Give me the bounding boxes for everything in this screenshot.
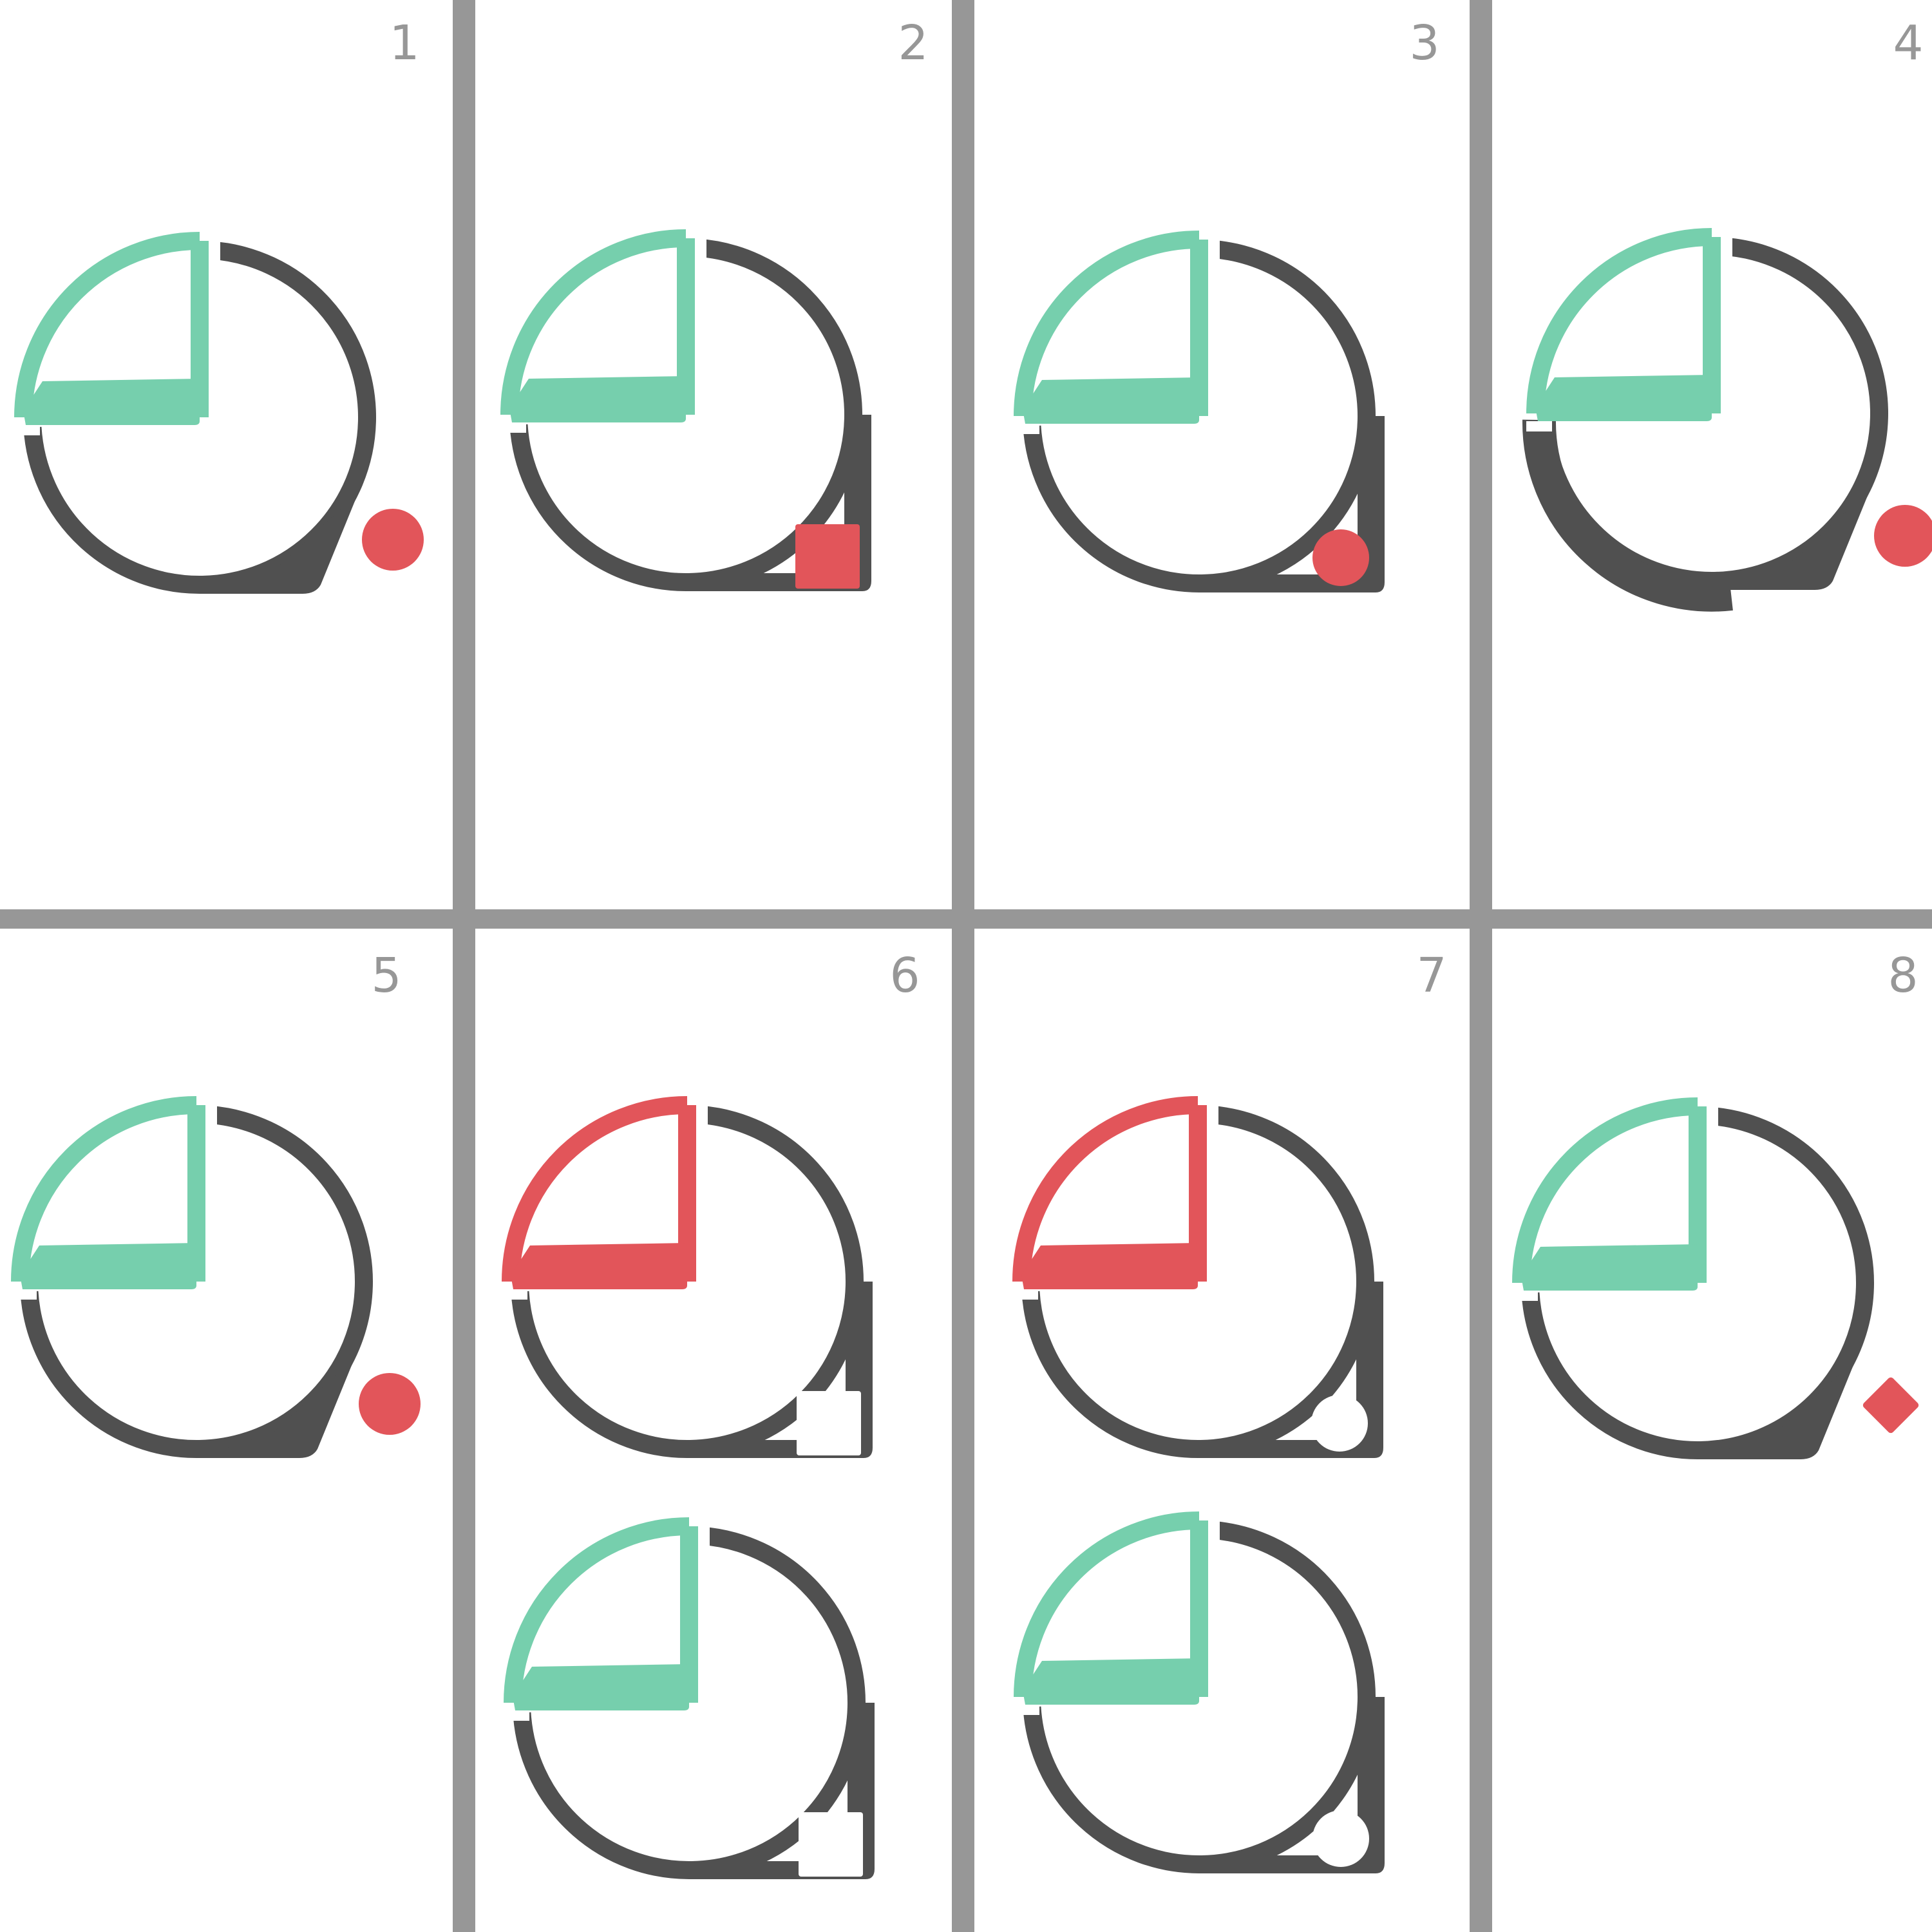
quadrant-base-bar <box>23 379 200 425</box>
marker-circle <box>1874 505 1932 567</box>
glyph-8 <box>1512 1097 1919 1459</box>
grid-line-vertical-3 <box>1470 0 1492 1932</box>
quadrant-marker <box>500 229 695 422</box>
gap-left <box>14 425 40 435</box>
gap-left <box>504 1710 529 1721</box>
quadrant-base-bar <box>1023 1658 1199 1705</box>
glyphs <box>11 228 1932 1879</box>
quadrant-arc <box>504 1517 690 1703</box>
cell-number-8: 8 <box>1888 948 1918 1003</box>
ring-arc <box>1023 240 1376 592</box>
grid-line-vertical-2 <box>952 0 974 1932</box>
gap-left <box>1014 424 1039 434</box>
cell-number-5: 5 <box>371 948 401 1003</box>
quadrant-base-bar <box>511 1243 687 1289</box>
quadrant-marker <box>1014 1511 1208 1705</box>
ring-thick-arc <box>1522 419 1733 612</box>
gap-top <box>695 232 706 264</box>
gap-left <box>1012 1289 1038 1300</box>
quadrant-base-bar <box>513 1664 689 1710</box>
marker-circle <box>359 1373 421 1435</box>
quadrant-arc <box>14 232 200 418</box>
gap-top <box>696 1099 708 1131</box>
quadrant-arc <box>502 1096 688 1282</box>
quadrant-arc <box>1012 1096 1198 1282</box>
marker-circle <box>1311 1395 1368 1452</box>
quadrant-marker <box>1526 228 1721 421</box>
quadrant-arc <box>1014 231 1200 417</box>
marker-diamond <box>1862 1377 1919 1434</box>
quadrant-arc <box>1512 1097 1698 1283</box>
gap-left <box>1512 1291 1538 1301</box>
gap-top <box>1721 231 1732 263</box>
quadrant-marker <box>502 1096 696 1289</box>
corner-foot-square <box>1199 416 1385 592</box>
glyph-5 <box>11 1096 421 1458</box>
gap-left <box>502 1289 527 1300</box>
grid-line-horizontal <box>0 909 1932 929</box>
marker-square <box>797 1391 861 1455</box>
gap-top <box>698 1520 710 1552</box>
marker-square <box>795 524 860 589</box>
glyph-3 <box>1014 231 1385 592</box>
gap-top <box>205 1099 217 1131</box>
gap-left <box>1014 1705 1039 1715</box>
quadrant-base-bar <box>509 376 686 422</box>
marker-square <box>799 1812 863 1877</box>
grid-line-vertical-1 <box>453 0 475 1932</box>
marker-circle <box>362 509 424 571</box>
gap-left <box>1526 421 1552 431</box>
glyph-7 <box>1012 1096 1383 1458</box>
cell-number-3: 3 <box>1409 15 1439 71</box>
gap-top <box>1208 1514 1220 1546</box>
quadrant-marker <box>11 1096 205 1289</box>
quadrant-marker <box>1512 1097 1707 1291</box>
ring-arc <box>1023 1520 1376 1873</box>
gap-top <box>1707 1100 1718 1132</box>
corner-foot-slant <box>200 493 358 594</box>
corner-foot-slant <box>196 1358 355 1458</box>
glyph-2 <box>500 229 871 591</box>
corner-foot-square <box>1198 1282 1383 1458</box>
quadrant-base-bar <box>1535 375 1712 421</box>
marker-circle <box>1312 529 1369 586</box>
glyph-6 <box>502 1096 873 1458</box>
corner-foot-square <box>1199 1697 1385 1873</box>
gap-left <box>11 1289 37 1300</box>
corner-foot-slant <box>1698 1359 1856 1459</box>
gap-top <box>1208 233 1220 265</box>
cell-number-4: 4 <box>1893 15 1923 71</box>
ring-arc <box>1021 1105 1374 1458</box>
quadrant-arc <box>1014 1511 1200 1698</box>
gap-top <box>1207 1099 1218 1131</box>
gap-top <box>209 234 220 267</box>
corner-foot-slant <box>1712 489 1870 590</box>
glyph-4 <box>1522 228 1932 612</box>
cell-number-6: 6 <box>889 948 920 1003</box>
cell-number-7: 7 <box>1416 948 1446 1003</box>
quadrant-arc <box>1526 228 1712 414</box>
gap-left <box>500 422 526 433</box>
marker-circle <box>1312 1810 1369 1867</box>
quadrant-base-bar <box>1021 1243 1198 1289</box>
quadrant-marker <box>14 232 209 425</box>
quadrant-marker <box>1012 1096 1207 1289</box>
quadrant-base-bar <box>20 1243 196 1289</box>
extra-glyph-column-3 <box>1014 1511 1385 1873</box>
quadrant-arc <box>11 1096 197 1282</box>
quadrant-marker <box>504 1517 698 1710</box>
extra-glyph-column-2 <box>504 1517 875 1879</box>
glyph-1 <box>14 232 424 594</box>
quadrant-marker <box>1014 231 1208 424</box>
quadrant-base-bar <box>1521 1244 1698 1291</box>
quadrant-arc <box>500 229 687 415</box>
quadrant-base-bar <box>1023 377 1199 424</box>
cell-number-1: 1 <box>389 15 419 71</box>
cell-labels: 1 2 3 4 5 6 7 8 <box>371 15 1923 1003</box>
cell-number-2: 2 <box>898 15 928 71</box>
